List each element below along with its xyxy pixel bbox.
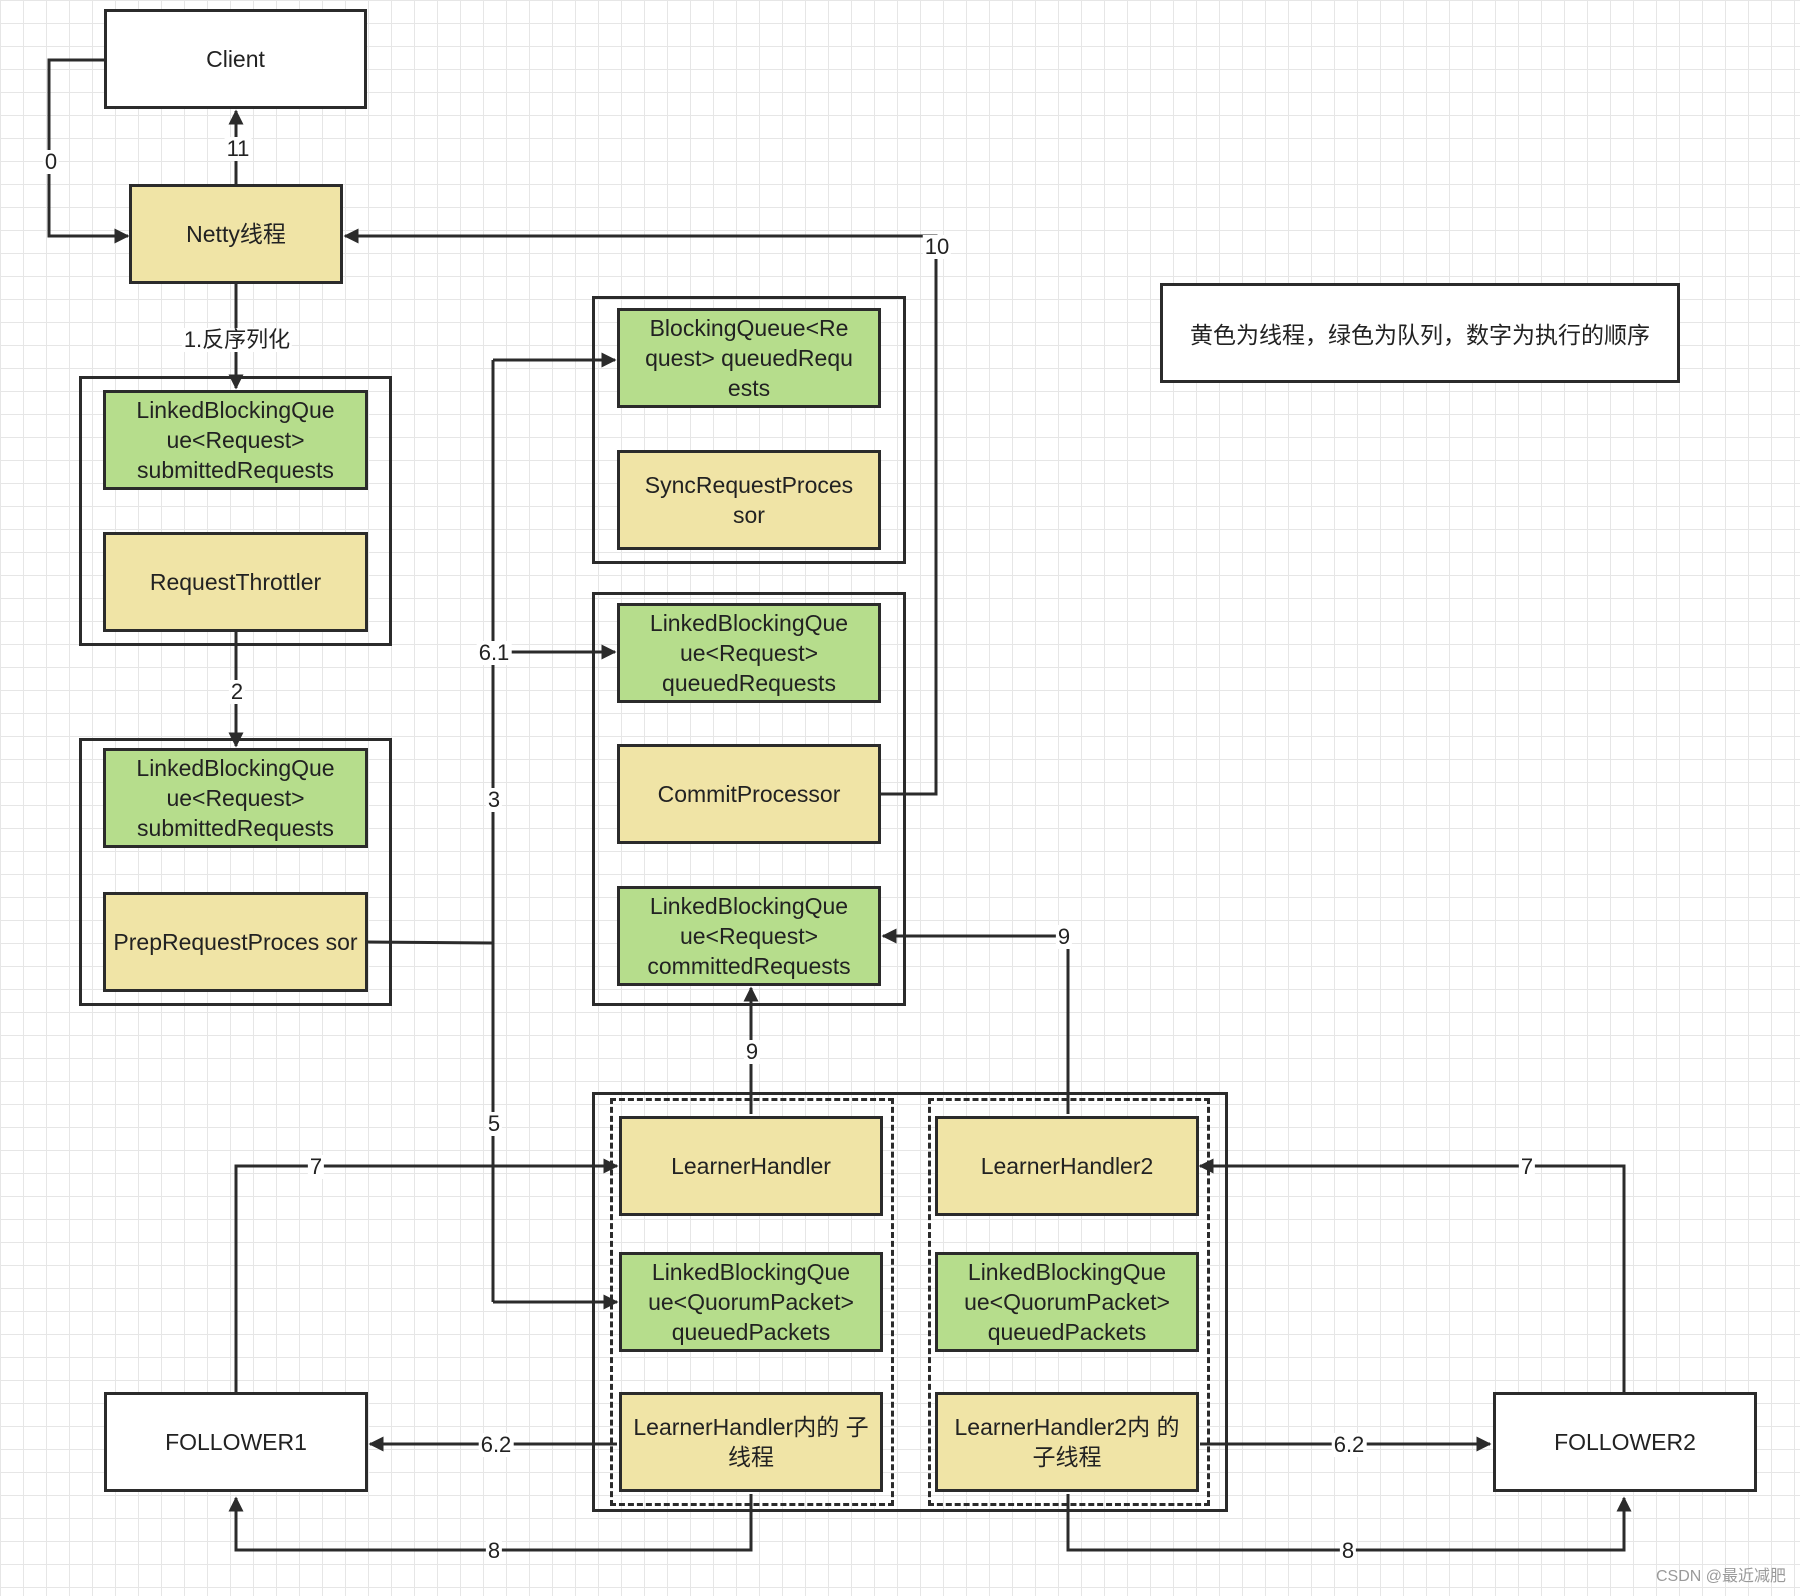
edge-label-9-a: 9 xyxy=(743,1039,761,1064)
edge-0 xyxy=(47,58,130,244)
edge-label-7-b: 7 xyxy=(1518,1154,1536,1179)
edge-7-b xyxy=(1198,1158,1626,1392)
watermark: CSDN @最近减肥 xyxy=(1655,1568,1786,1585)
group-sync-processor xyxy=(592,296,906,564)
learner-handler-node: LearnerHandler xyxy=(619,1116,883,1216)
learner-handler-sub-thread: LearnerHandler内的 子线程 xyxy=(619,1392,883,1492)
follower1-node: FOLLOWER1 xyxy=(104,1392,368,1492)
edge-label-6-2-a: 6.2 xyxy=(478,1432,514,1457)
client-node: Client xyxy=(104,9,367,109)
edge-label-3: 3 xyxy=(485,787,503,812)
edge-label-0: 0 xyxy=(42,149,60,174)
commit-processor-node: CommitProcessor xyxy=(617,744,881,844)
edge-prep-out xyxy=(366,940,494,945)
group-commit-processor xyxy=(592,592,906,1006)
edge-10 xyxy=(343,228,938,796)
edge-label-8-a: 8 xyxy=(485,1538,503,1563)
edge-7-a xyxy=(234,1158,619,1392)
learner-handler-2-node: LearnerHandler2 xyxy=(935,1116,1199,1216)
legend-note: 黄色为线程，绿色为队列，数字为执行的顺序 xyxy=(1160,283,1680,383)
prep-request-processor-node: PrepRequestProces sor xyxy=(103,892,368,992)
follower2-node: FOLLOWER2 xyxy=(1493,1392,1757,1492)
learner-handler-2-sub-thread: LearnerHandler2内 的子线程 xyxy=(935,1392,1199,1492)
edge-label-10: 10 xyxy=(922,234,952,259)
queued-packets-queue-2: LinkedBlockingQue ue<QuorumPacket> queue… xyxy=(935,1252,1199,1352)
group-request-throttler xyxy=(79,376,392,646)
queued-packets-queue-1: LinkedBlockingQue ue<QuorumPacket> queue… xyxy=(619,1252,883,1352)
committed-requests-queue: LinkedBlockingQue ue<Request> committedR… xyxy=(617,886,881,986)
group-learner-handler-1 xyxy=(610,1098,894,1506)
edge-label-6-1: 6.1 xyxy=(476,640,512,665)
request-throttler-node: RequestThrottler xyxy=(103,532,368,632)
edge-label-1: 1.反序列化 xyxy=(181,327,293,352)
edge-label-6-2-b: 6.2 xyxy=(1331,1432,1367,1457)
edge-label-5: 5 xyxy=(485,1111,503,1136)
edge-label-7-a: 7 xyxy=(307,1154,325,1179)
submitted-requests-queue-2: LinkedBlockingQue ue<Request> submittedR… xyxy=(103,748,368,848)
edge-label-8-b: 8 xyxy=(1339,1538,1357,1563)
edge-9-b xyxy=(881,928,1070,1114)
group-prep-processor xyxy=(79,738,392,1006)
edge-label-11: 11 xyxy=(224,136,252,161)
group-learner-handlers xyxy=(592,1092,1228,1512)
netty-thread-node: Netty线程 xyxy=(129,184,343,284)
group-learner-handler-2 xyxy=(928,1098,1210,1506)
queued-requests-queue: LinkedBlockingQue ue<Request> queuedRequ… xyxy=(617,603,881,703)
blocking-queue-queued-requests: BlockingQueue<Re quest> queuedRequ ests xyxy=(617,308,881,408)
edge-label-9-b: 9 xyxy=(1055,924,1073,949)
sync-request-processor-node: SyncRequestProces sor xyxy=(617,450,881,550)
submitted-requests-queue-1: LinkedBlockingQue ue<Request> submittedR… xyxy=(103,390,368,490)
edge-label-2: 2 xyxy=(228,679,246,704)
